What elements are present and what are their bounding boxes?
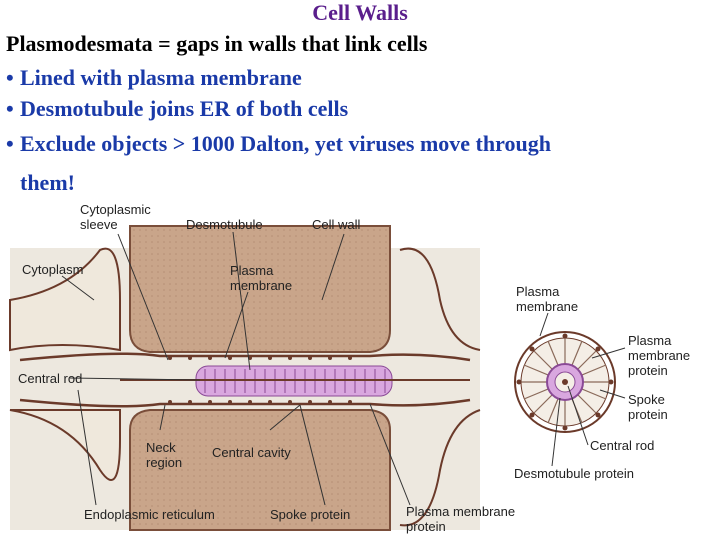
label-xs-central-rod: Central rod [590,438,654,453]
label-xs-pmp-1: Plasma [628,333,672,348]
label-pmp-2: protein [406,519,446,534]
bullet-3: •Exclude objects > 1000 Dalton, yet viru… [6,131,551,156]
lower-cell-wall [129,409,391,531]
bullet-4-text: them! [20,170,75,195]
label-xs-spoke-2: protein [628,407,668,422]
label-er: Endoplasmic reticulum [84,507,215,522]
left-lower-membrane [9,409,121,481]
bullet-1: •Lined with plasma membrane [6,65,302,90]
right-lower-membrane [399,409,481,527]
left-upper-membrane [9,247,121,352]
label-central-cavity: Central cavity [212,445,291,460]
label-spoke-protein: Spoke protein [270,507,350,522]
label-cytoplasmic-2: sleeve [80,217,118,232]
bullet-2: •Desmotubule joins ER of both cells [6,96,349,121]
label-plasma-2: membrane [230,278,292,293]
membrane-protein-dots [168,356,352,404]
bullet-2-text: Desmotubule joins ER of both cells [20,96,349,121]
label-xs-pm-2: membrane [516,299,578,314]
bullet-4: them! [20,168,75,198]
label-cell-wall: Cell wall [312,217,361,232]
channel-bottom-membrane [19,398,471,408]
label-desmotubule: Desmotubule [186,217,263,232]
label-xs-pmp-2: membrane [628,348,690,363]
channel-top-membrane [19,352,471,362]
label-xs-pm-1: Plasma [516,284,560,299]
slide-subtitle: Plasmodesmata = gaps in walls that link … [6,31,428,56]
label-xs-desmotubule-protein: Desmotubule protein [514,466,634,481]
label-central-rod: Central rod [18,371,82,386]
bullet-1-text: Lined with plasma membrane [20,65,302,90]
label-plasma-1: Plasma [230,263,274,278]
leader-lines [61,231,626,506]
label-cytoplasmic-1: Cytoplasmic [80,202,151,217]
right-upper-membrane [399,247,481,351]
label-neck-2: region [146,455,182,470]
label-pmp-1: Plasma membrane [406,504,515,519]
cross-section [514,331,616,433]
label-xs-pmp-3: protein [628,363,668,378]
label-xs-spoke-1: Spoke [628,392,665,407]
label-neck-1: Neck [146,440,176,455]
bullet-3-text: Exclude objects > 1000 Dalton, yet virus… [20,131,551,156]
upper-cell-wall [129,225,391,353]
label-cytoplasm: Cytoplasm [22,262,83,277]
slide-title: Cell Walls [312,0,408,25]
